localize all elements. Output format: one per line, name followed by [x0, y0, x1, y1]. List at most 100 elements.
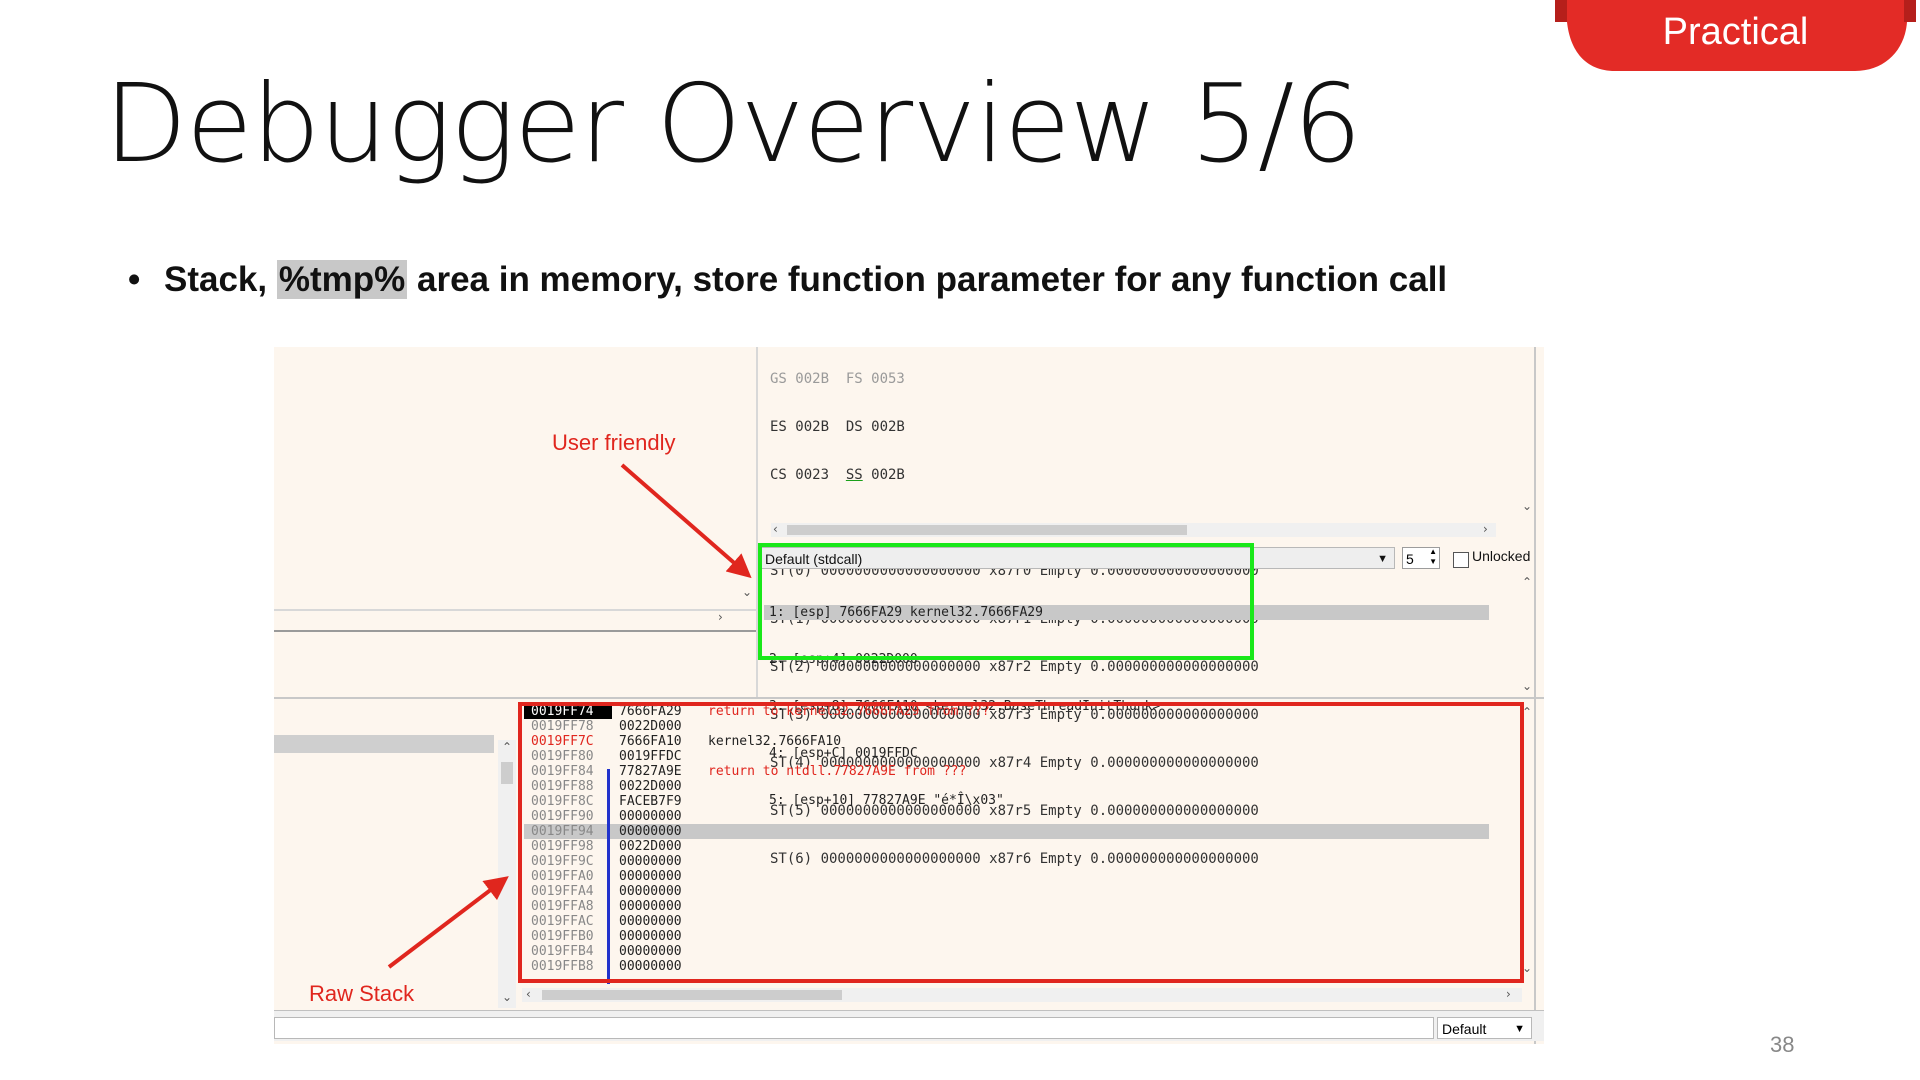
stack-value: 00000000: [619, 959, 682, 974]
calling-convention-select[interactable]: Default (stdcall) ▼: [760, 547, 1395, 569]
stack-comment: return to ntdll.77827A9E from ???: [708, 764, 967, 779]
slide-title: Debugger Overview 5/6: [104, 62, 1362, 187]
chevron-down-icon: ▼: [1377, 553, 1388, 565]
right-border: [1534, 347, 1536, 1044]
command-mode-value: Default: [1442, 1021, 1487, 1037]
stack-hscroll-thumb[interactable]: [542, 990, 842, 1000]
stack-frame-bracket: [607, 769, 610, 984]
params-scroll-down-icon[interactable]: ⌄: [1522, 679, 1533, 693]
register-seg-line: ES 002B DS 002B: [770, 419, 905, 435]
fpu-line: ST(3) 0000000000000000000 x87r3 Empty 0.…: [770, 707, 1259, 723]
scroll-left-icon[interactable]: ‹: [773, 522, 778, 536]
vertical-splitter[interactable]: [756, 347, 758, 697]
stack-value: 0022D000: [619, 839, 682, 854]
arg-count-spinner[interactable]: 5 ▲▼: [1402, 547, 1440, 569]
user-friendly-highlight: [758, 543, 1254, 660]
left-lower-header: [274, 735, 494, 753]
stack-address: 0019FF80: [531, 749, 594, 764]
register-scroll-down-icon[interactable]: ⌄: [1522, 499, 1533, 513]
params-scroll-up-icon[interactable]: ⌃: [1522, 575, 1533, 589]
scroll-down-icon[interactable]: ⌄: [502, 990, 513, 1004]
calling-convention-value: Default (stdcall): [765, 551, 863, 567]
scroll-down-icon[interactable]: ⌄: [742, 585, 753, 599]
register-seg-line: CS 0023 SS 002B: [770, 467, 905, 483]
chevron-down-icon: ▼: [1514, 1023, 1525, 1035]
unlocked-label: Unlocked: [1472, 548, 1531, 564]
stack-row[interactable]: 0019FF74 7666FA29 return to kernel32.7666F…: [524, 704, 1489, 719]
stack-scroll-down-icon[interactable]: ⌄: [1522, 961, 1533, 975]
stack-scroll-up-icon[interactable]: ⌃: [1522, 705, 1533, 719]
scroll-right-icon[interactable]: ›: [1506, 987, 1511, 1001]
raw-stack-label: Raw Stack: [309, 981, 415, 1006]
stack-address: 0019FF8C: [531, 794, 594, 809]
stack-value: 00000000: [619, 914, 682, 929]
stack-value: 7666FA29: [619, 704, 682, 719]
bullet-icon: •: [128, 260, 141, 299]
unlocked-checkbox[interactable]: [1453, 552, 1469, 568]
register-hscrollbar[interactable]: ‹ ›: [771, 522, 1496, 537]
arrow-to-params: [620, 463, 752, 579]
stack-row[interactable]: 0019FFB8 00000000: [524, 959, 1489, 974]
stack-address: 0019FF94: [531, 824, 594, 839]
scroll-right-icon[interactable]: ›: [718, 610, 723, 624]
stack-value: FACEB7F9: [619, 794, 682, 809]
stack-value: 00000000: [619, 809, 682, 824]
stack-value: 00000000: [619, 869, 682, 884]
param-row[interactable]: 4: [esp+C] 0019FFDC: [769, 746, 918, 761]
scroll-right-icon[interactable]: ›: [1483, 522, 1488, 536]
register-hscroll-thumb[interactable]: [787, 525, 1187, 535]
stack-row[interactable]: 0019FF88 0022D000: [524, 779, 1489, 794]
stack-row[interactable]: 0019FF98 0022D000: [524, 839, 1489, 854]
stack-address: 0019FFB0: [531, 929, 594, 944]
stack-value: 0022D000: [619, 779, 682, 794]
stack-value: 0022D000: [619, 719, 682, 734]
stack-value: 7666FA10: [619, 734, 682, 749]
command-mode-select[interactable]: Default ▼: [1437, 1017, 1532, 1039]
stack-row[interactable]: 0019FFAC 00000000: [524, 914, 1489, 929]
left-vscroll-thumb[interactable]: [501, 762, 513, 784]
stack-address: 0019FF98: [531, 839, 594, 854]
stack-address: 0019FF74: [524, 704, 612, 719]
stack-address: 0019FF9C: [531, 854, 594, 869]
bullet-text-after: area in memory, store function parameter…: [407, 260, 1448, 299]
stack-value: 0019FFDC: [619, 749, 682, 764]
stack-row[interactable]: 0019FF80 0019FFDC: [524, 749, 1489, 764]
horizontal-splitter[interactable]: [274, 697, 1544, 699]
fpu-line: ST(2) 0000000000000000000 x87r2 Empty 0.…: [770, 659, 1259, 675]
left-vscrollbar[interactable]: ⌃ ⌄: [498, 740, 516, 1008]
scroll-left-icon[interactable]: ‹: [526, 987, 531, 1001]
scroll-up-icon[interactable]: ⌃: [502, 740, 513, 754]
stack-hscrollbar[interactable]: ‹ ›: [522, 987, 1522, 1002]
stack-row[interactable]: 0019FF78 0022D000: [524, 719, 1489, 734]
practical-badge: Practical: [1555, 0, 1916, 71]
stack-address: 0019FFAC: [531, 914, 594, 929]
bullet-point: •Stack, %tmp% area in memory, store func…: [128, 260, 1447, 300]
left-pane-divider: [274, 609, 756, 611]
param-row[interactable]: 1: [esp] 7666FA29 kernel32.7666FA29: [764, 605, 1489, 620]
stack-address: 0019FFB8: [531, 959, 594, 974]
param-row[interactable]: 5: [esp+10] 77827A9E "é*Î\x03": [769, 793, 1004, 808]
stack-address: 0019FF78: [531, 719, 594, 734]
stack-address: 0019FF84: [531, 764, 594, 779]
user-friendly-label: User friendly: [552, 430, 676, 455]
stack-address: 0019FFA8: [531, 899, 594, 914]
stack-row[interactable]: 0019FF8C FACEB7F9: [524, 794, 1489, 809]
spinner-arrows-icon[interactable]: ▲▼: [1429, 547, 1437, 566]
stack-comment: return to kernel32.7666FA29 from ???: [708, 704, 990, 719]
stack-address: 0019FF88: [531, 779, 594, 794]
register-cut-line: GS 002B FS 0053: [770, 371, 905, 387]
arg-count-value: 5: [1406, 551, 1414, 567]
stack-comment: kernel32.7666FA10: [708, 734, 842, 749]
page-number: 38: [1770, 1032, 1795, 1057]
command-input[interactable]: [274, 1017, 1434, 1039]
